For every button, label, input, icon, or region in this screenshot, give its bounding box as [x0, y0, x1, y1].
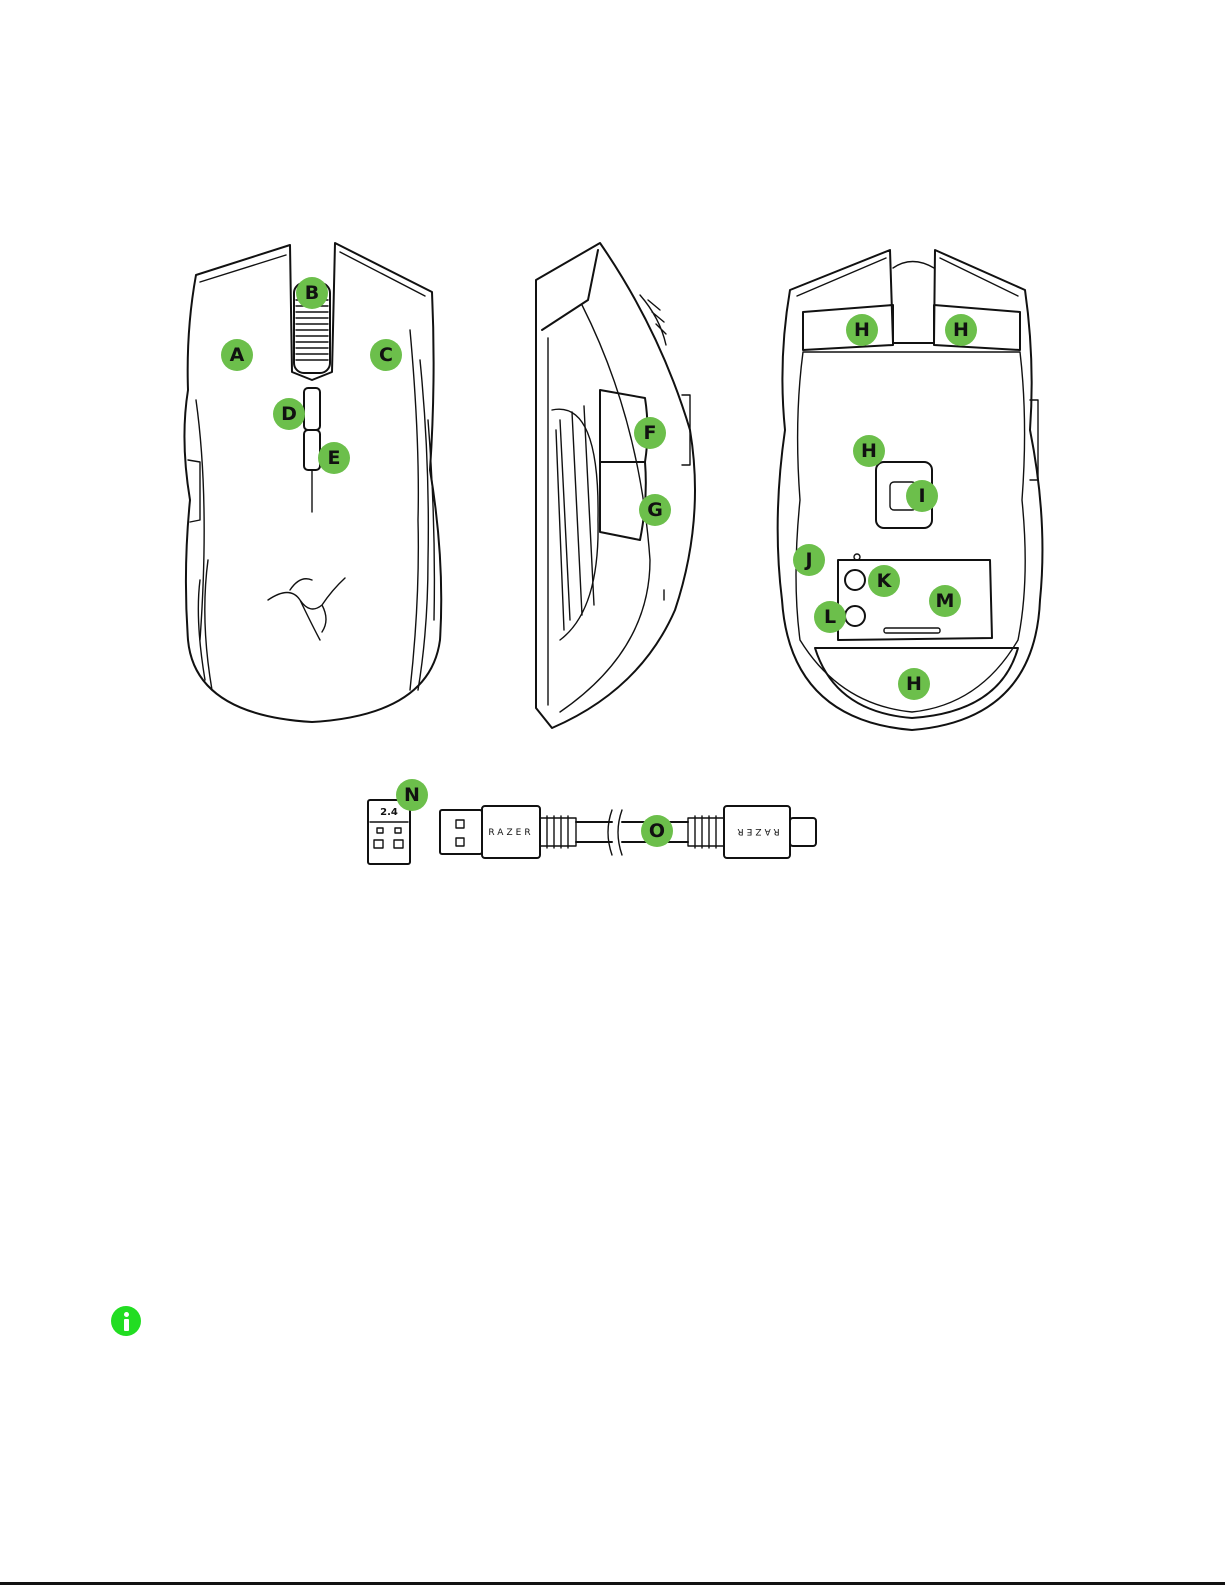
svg-text:E: E	[328, 447, 341, 469]
svg-text:H: H	[854, 319, 870, 341]
cable-brand-left: RAZER	[488, 828, 533, 838]
svg-text:H: H	[953, 319, 969, 341]
svg-text:I: I	[918, 485, 925, 507]
callout-g: G	[639, 494, 671, 526]
svg-text:H: H	[861, 440, 877, 462]
dongle-label: 2.4	[380, 807, 398, 818]
svg-text:L: L	[824, 606, 836, 628]
svg-text:M: M	[936, 590, 955, 612]
callout-h-sensor: H	[853, 435, 885, 467]
callout-m: M	[929, 585, 961, 617]
callout-f: F	[634, 417, 666, 449]
svg-text:F: F	[644, 422, 657, 444]
callout-i: I	[906, 480, 938, 512]
mouse-side-view	[536, 243, 695, 728]
cable-brand-right: RAZER	[734, 826, 779, 836]
svg-text:D: D	[281, 403, 297, 425]
callout-o: O	[641, 815, 673, 847]
callout-b: B	[296, 277, 328, 309]
usb-cable: RAZER RAZER	[440, 806, 816, 858]
callout-c: C	[370, 339, 402, 371]
callout-d: D	[273, 398, 305, 430]
svg-text:A: A	[230, 344, 245, 366]
callout-h-rear: H	[898, 668, 930, 700]
callout-a: A	[221, 339, 253, 371]
svg-text:O: O	[649, 820, 665, 842]
callout-j: J	[793, 544, 825, 576]
callout-l: L	[814, 601, 846, 633]
mouse-top-view	[184, 243, 441, 722]
svg-text:G: G	[647, 499, 663, 521]
callout-h-front-left: H	[846, 314, 878, 346]
svg-text:B: B	[305, 282, 319, 304]
info-circle-icon	[111, 1306, 141, 1336]
callout-k: K	[868, 565, 900, 597]
callout-h-front-right: H	[945, 314, 977, 346]
svg-text:C: C	[379, 344, 393, 366]
svg-text:H: H	[906, 673, 922, 695]
callout-n: N	[396, 779, 428, 811]
callout-e: E	[318, 442, 350, 474]
svg-text:N: N	[404, 784, 420, 806]
svg-text:K: K	[877, 570, 893, 592]
usb-dongle: 2.4	[368, 800, 410, 864]
svg-text:J: J	[803, 549, 812, 571]
